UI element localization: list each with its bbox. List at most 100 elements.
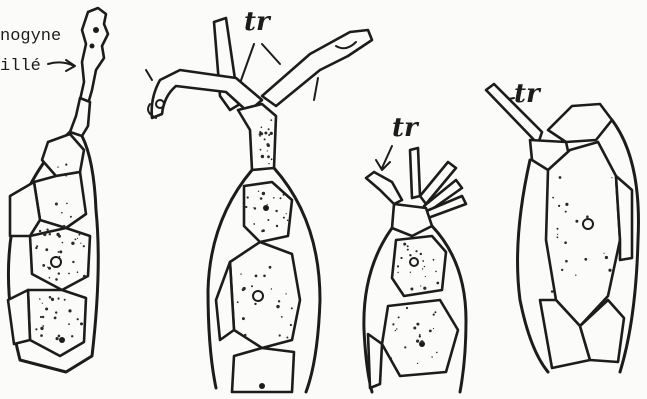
- stipple-dot: [237, 301, 239, 303]
- figure-side: tr: [486, 79, 638, 372]
- stipple-dot: [72, 261, 74, 263]
- stipple-dot: [276, 225, 278, 227]
- stipple-dot: [434, 311, 436, 313]
- cell: [216, 262, 234, 340]
- trichogyne-tip: [80, 8, 108, 104]
- label-trichogyne-line2: illé: [0, 57, 41, 76]
- stipple-dot: [271, 158, 273, 160]
- stipple-dot: [286, 213, 287, 214]
- cell: [230, 242, 300, 348]
- stipple-dot: [264, 132, 267, 135]
- stipple-dot: [285, 293, 286, 294]
- stipple-dot: [416, 323, 419, 326]
- stipple-dot: [416, 340, 419, 343]
- stipple-dot: [286, 337, 288, 339]
- stipple-dot: [66, 203, 68, 205]
- stipple-dot: [273, 197, 275, 199]
- cell: [368, 334, 382, 388]
- stipple-dot: [429, 330, 432, 333]
- stipple-dot: [61, 212, 63, 214]
- nucleus-dot: [263, 205, 269, 211]
- label-trichogyne-line1: nogyne: [0, 27, 61, 46]
- stipple-dot: [422, 260, 424, 262]
- stipple-dot: [51, 298, 54, 301]
- stipple-dot: [565, 260, 568, 263]
- stipple-dot: [291, 307, 293, 309]
- stipple-dot: [552, 197, 554, 199]
- stipple-dot: [561, 269, 563, 271]
- stipple-dot: [56, 337, 59, 340]
- stipple-dot: [70, 216, 72, 218]
- stipple-dot: [268, 134, 270, 136]
- stipple-dot: [604, 253, 605, 254]
- arrow-tr-1b: [262, 44, 280, 64]
- stipple-dot: [261, 127, 263, 129]
- stipple-dot: [605, 256, 608, 259]
- stipple-dot: [68, 273, 70, 275]
- stipple-dot: [270, 119, 272, 121]
- stipple-dot: [39, 298, 41, 300]
- stipple-dot: [420, 285, 421, 286]
- stipple-dot: [267, 146, 268, 147]
- stipple-dot: [422, 268, 423, 269]
- label-tr-2: tr: [392, 113, 420, 143]
- stipple-dot: [59, 250, 62, 253]
- filament: [410, 148, 420, 198]
- stipple-dot: [260, 149, 262, 151]
- stipple-dot: [62, 242, 64, 244]
- stipple-dot: [35, 247, 37, 249]
- stipple-dot: [269, 266, 272, 269]
- top-cell: [548, 104, 612, 142]
- stipple-dot: [261, 230, 263, 232]
- nucleus-dot: [59, 337, 65, 343]
- stipple-dot: [45, 308, 48, 311]
- stipple-dot: [431, 356, 432, 357]
- stipple-dot: [271, 288, 272, 289]
- stipple-dot: [42, 264, 45, 267]
- stipple-dot: [77, 238, 78, 239]
- stipple-dot: [283, 217, 285, 219]
- stipple-dot: [420, 253, 422, 255]
- tip-dot: [93, 27, 99, 33]
- stipple-dot: [608, 269, 611, 272]
- stipple-dot: [71, 335, 73, 337]
- stipple-dot: [559, 176, 562, 179]
- stipple-dot: [80, 322, 83, 325]
- stipple-dot: [55, 203, 58, 206]
- stipple-dot: [39, 230, 41, 232]
- stipple-dot: [242, 317, 245, 320]
- stipple-dot: [433, 314, 435, 316]
- stipple-dot: [281, 316, 283, 318]
- stipple-dot: [611, 177, 612, 178]
- cell: [8, 290, 30, 344]
- stipple-dot: [396, 328, 397, 329]
- stipple-dot: [557, 228, 559, 230]
- cell: [244, 182, 292, 242]
- stipple-dot: [278, 300, 280, 302]
- stipple-dot: [287, 220, 289, 222]
- stipple-dot: [557, 234, 558, 235]
- stipple-dot: [57, 166, 58, 167]
- stipple-dot: [398, 316, 400, 318]
- stipple-dot: [267, 150, 268, 151]
- stipple-dot: [46, 229, 48, 231]
- stipple-dot: [75, 239, 77, 241]
- stipple-dot: [436, 352, 438, 354]
- stipple-dot: [415, 250, 417, 252]
- apex-cell: [392, 204, 432, 236]
- stipple-dot: [397, 265, 399, 267]
- stipple-dot: [77, 318, 79, 320]
- stipple-dot: [279, 334, 281, 336]
- stipple-dot: [243, 287, 246, 290]
- stipple-dot: [79, 234, 81, 236]
- stipple-dot: [565, 211, 567, 213]
- stipple-dot: [433, 259, 435, 261]
- stipple-dot: [436, 282, 439, 285]
- stipple-dot: [263, 275, 266, 278]
- stipple-dot: [58, 251, 60, 253]
- stipple-dot: [261, 155, 264, 158]
- stipple-dot: [419, 335, 421, 337]
- tip-dot: [90, 44, 95, 49]
- stipple-dot: [390, 357, 392, 359]
- stipple-dot: [49, 296, 52, 299]
